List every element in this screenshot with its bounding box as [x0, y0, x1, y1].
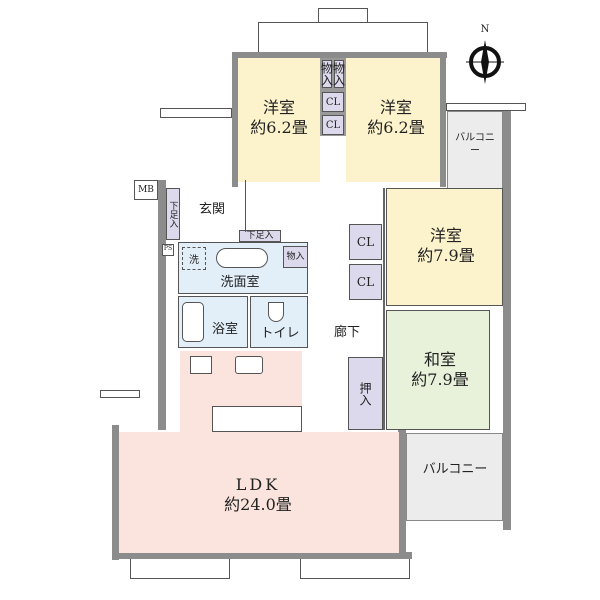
- balcony-large-label: バルコニー: [422, 461, 488, 477]
- closet-cl-4[interactable]: CL: [349, 264, 382, 300]
- bay-outline: [318, 8, 368, 22]
- western-room-3-label: 洋室約7.9畳: [417, 226, 475, 265]
- balcony-small: [447, 111, 503, 189]
- bathtub-icon: [182, 302, 204, 342]
- bathroom-label: 浴室: [211, 321, 239, 337]
- toilet-icon: [268, 302, 284, 322]
- japanese-room-label: 和室約7.9畳: [411, 350, 469, 389]
- oshiire-closet[interactable]: 押入: [348, 357, 383, 430]
- north-label: N: [480, 23, 490, 35]
- corridor-label: 廊下: [333, 324, 361, 340]
- pipe-space: PS: [162, 244, 174, 256]
- closet-cl-1[interactable]: CL: [322, 92, 344, 112]
- ledge: [100, 390, 140, 398]
- ledge: [446, 103, 526, 111]
- wall: [232, 52, 238, 187]
- balcony-large: [406, 433, 503, 521]
- western-room-2: [346, 58, 440, 182]
- wall: [383, 188, 385, 430]
- storage-monoire-3[interactable]: 物入: [283, 246, 308, 268]
- western-room-2-label: 洋室約6.2畳: [367, 98, 425, 137]
- closet-cl-3[interactable]: CL: [349, 224, 382, 260]
- washer-space: 洗: [182, 247, 206, 270]
- washroom-label: 洗面室: [220, 274, 260, 290]
- closet-cl-2[interactable]: CL: [322, 115, 344, 135]
- bay-outline: [258, 22, 428, 52]
- sink-icon: [216, 248, 268, 268]
- meter-box: MB: [134, 180, 158, 200]
- western-room-1-label: 洋室約6.2畳: [250, 98, 308, 137]
- divider: [245, 180, 246, 232]
- wall: [158, 180, 166, 430]
- ledge: [160, 108, 232, 118]
- window-outline: [300, 559, 410, 579]
- window-outline: [130, 559, 230, 579]
- compass-icon: [466, 40, 504, 84]
- balcony-small-label: バルコニー: [455, 132, 495, 157]
- wall: [503, 110, 511, 530]
- western-room-1: [238, 58, 320, 182]
- storage-monoire-1[interactable]: 物入: [319, 60, 334, 88]
- stove-icon: [190, 356, 212, 374]
- wall: [232, 52, 447, 58]
- western-room-3: [386, 188, 503, 306]
- wall: [112, 425, 119, 560]
- kitchen-sink-icon: [235, 356, 263, 374]
- ldk: [119, 432, 399, 553]
- wall: [440, 52, 446, 187]
- wall: [398, 430, 406, 555]
- shoe-closet-top[interactable]: 下足入: [239, 230, 281, 242]
- japanese-room: [386, 310, 490, 430]
- shoe-closet-left[interactable]: 下足入: [166, 188, 180, 240]
- toilet-label: トイレ: [260, 325, 300, 341]
- entrance-label: 玄関: [198, 201, 226, 217]
- storage-monoire-2[interactable]: 物入: [331, 60, 346, 88]
- wall: [112, 552, 412, 559]
- kitchen-counter: [212, 406, 302, 432]
